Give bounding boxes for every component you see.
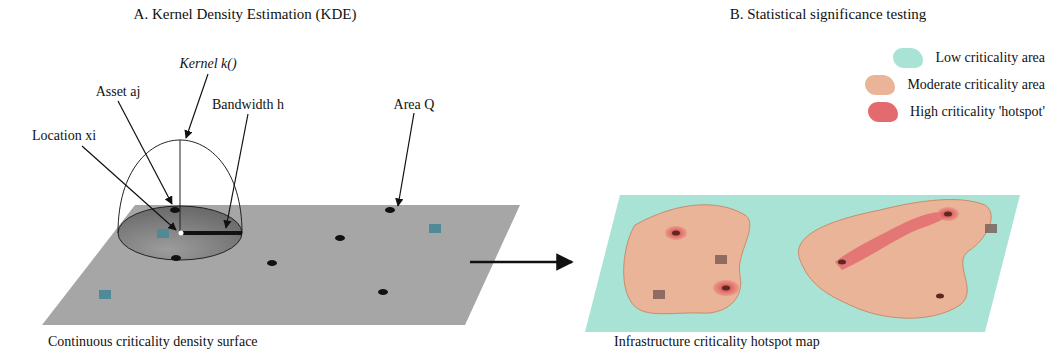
asset-dots (170, 207, 395, 295)
area-label: Area Q (394, 97, 435, 113)
panel-heading: A. Kernel Density Estimation (KDE) (134, 6, 357, 22)
legend-text: Low criticality area (935, 50, 1045, 66)
location-label: Location xi (32, 128, 96, 144)
panel-caption: Infrastructure criticality hotspot map (614, 334, 820, 350)
kernel-label: Kernel k() (179, 56, 236, 72)
area-plane (42, 205, 520, 325)
legend-text: Moderate criticality area (907, 77, 1045, 93)
legend-swatch (893, 48, 923, 68)
legend-row: High criticality 'hotspot' (868, 102, 1045, 122)
panel-caption: Continuous criticality density surface (48, 334, 258, 350)
asset-label: Asset aj (96, 84, 141, 100)
legend-text: High criticality 'hotspot' (910, 104, 1045, 120)
leader-lines (82, 74, 414, 230)
panel-heading: B. Statistical significance testing (730, 6, 927, 22)
legend-swatch (865, 75, 895, 95)
legend-row: Moderate criticality area (865, 75, 1045, 95)
legend-row: Low criticality area (893, 48, 1045, 68)
legend-swatch (868, 102, 898, 122)
map-plane (585, 195, 1020, 332)
location-squares (99, 224, 441, 299)
bandwidth-label: Bandwidth h (212, 97, 284, 113)
